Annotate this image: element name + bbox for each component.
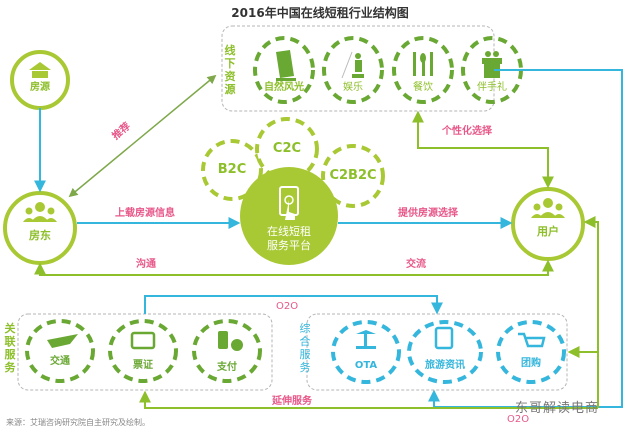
integrated-service-circles (331, 320, 566, 384)
island-icon (356, 330, 376, 349)
integrated-item-label: 团购 (521, 358, 541, 369)
yonghu-label: 用户 (537, 225, 559, 238)
integrated-services-group-label: 综合服务 (299, 322, 311, 374)
model-b2c: B2C (217, 162, 247, 177)
integrated-services-box (306, 313, 568, 391)
coins-icon (218, 331, 243, 351)
platform-label-line1: 在线短租 (267, 225, 311, 238)
related-services-group-label: 关联服务 (4, 322, 16, 374)
house-icon (29, 62, 51, 70)
offline-item-label: 娱乐 (343, 82, 363, 93)
related-item-label: 票证 (133, 360, 153, 371)
offline-resource-circles (253, 36, 523, 104)
edge-label-o2o-top: O2O (276, 301, 299, 312)
integrated-item-label: OTA (354, 360, 378, 371)
personalize-arrow (412, 110, 554, 189)
edge-label-personalize: 个性化选择 (442, 126, 492, 137)
yonghu-to-services (583, 216, 599, 408)
edge-label-upload: 上载房源信息 (115, 208, 175, 219)
travel-doc-icon (434, 326, 454, 350)
platform-node (240, 167, 338, 265)
model-circles (201, 117, 385, 208)
o2o-top-line (144, 295, 443, 315)
fangdong-node (3, 191, 77, 265)
edge-label-exchange: 交流 (406, 259, 426, 270)
integrated-item-label: 旅游资讯 (425, 360, 465, 371)
plane-icon (47, 334, 78, 348)
phone-touch-icon (279, 186, 299, 220)
diagram-title: 2016年中国在线短租行业结构图 (231, 6, 409, 20)
fangyuan-label: 房源 (30, 82, 50, 93)
tower-icon (276, 50, 296, 81)
offline-resources-group-label: 线下资源 (224, 44, 236, 96)
extend-line (139, 390, 598, 409)
people-icon (23, 202, 57, 222)
edge-label-provide: 提供房源选择 (398, 208, 458, 219)
offline-item-label: 伴手礼 (477, 82, 507, 93)
fangdong-label: 房东 (29, 229, 51, 242)
model-c2c: C2C (272, 141, 302, 156)
communicate-exchange-line (34, 259, 554, 276)
related-item-label: 交通 (50, 356, 70, 367)
cart-icon (518, 332, 546, 348)
platform-label-line2: 服务平台 (267, 239, 311, 252)
watermark: 东哥解读电商 (515, 401, 600, 416)
gift-icon (482, 51, 502, 78)
model-c2b2c: C2B2C (329, 168, 377, 183)
edge-label-o2o-bottom: O2O (507, 414, 530, 425)
recommend-arrow (68, 74, 217, 198)
related-services-box (17, 313, 273, 391)
people-icon (531, 198, 565, 218)
offline-to-bottom-blue (428, 69, 623, 408)
cutlery-icon (413, 52, 433, 76)
offline-item-label: 餐饮 (413, 82, 433, 93)
ticket-card-icon (130, 331, 156, 350)
related-item-label: 支付 (217, 362, 237, 373)
related-service-circles (25, 319, 262, 383)
fishing-icon (341, 51, 364, 79)
yonghu-node (511, 187, 585, 261)
fangyuan-node (10, 50, 70, 110)
offline-item-label: 自然风光 (264, 82, 304, 93)
source-note: 来源：艾瑞咨询研究院自主研究及绘制。 (6, 418, 150, 427)
edge-label-extend: 延伸服务 (272, 396, 312, 407)
edge-label-communicate: 沟通 (136, 259, 156, 270)
